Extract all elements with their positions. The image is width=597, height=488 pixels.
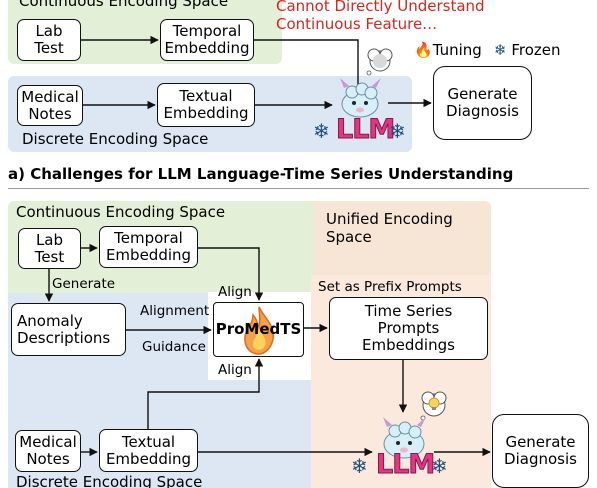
top-llm-label: LLM <box>335 114 395 146</box>
bottom-continuous-title: Continuous Encoding Space <box>16 203 226 221</box>
snowflake-icon: ❄ <box>313 119 330 143</box>
alignment-label: Alignment <box>140 303 210 319</box>
snowflake-icon: ❄ <box>389 119 406 143</box>
ts-prompts-embeddings-box: Time Series Prompts Embeddings <box>329 297 488 360</box>
bottom-unified-region-top <box>314 201 491 275</box>
lightbulb-thought-icon <box>420 391 447 421</box>
anomaly-descriptions-box: Anomaly Descriptions <box>11 303 126 356</box>
arrow-temporal-to-llm-top <box>254 39 363 95</box>
top-lab-test-box: Lab Test <box>17 19 81 61</box>
align-top-label: Align <box>218 284 252 300</box>
llama-bottom-icon <box>383 417 426 459</box>
prefix-prompts-label: Set as Prefix Prompts <box>318 279 462 295</box>
top-medical-notes-box: Medical Notes <box>17 85 83 126</box>
caption-divider <box>8 188 589 189</box>
bottom-temporal-embedding-box: Temporal Embedding <box>99 226 198 268</box>
flame-icon: 🔥 <box>414 41 433 59</box>
top-warning-text: Cannot Directly Understand Continuous Fe… <box>276 0 485 33</box>
top-continuous-title: Continuous Encoding Space <box>19 0 229 10</box>
snowflake-icon: ❄ <box>351 454 368 478</box>
align-bottom-label: Align <box>218 362 252 378</box>
legend-frozen-label: Frozen <box>511 41 561 59</box>
top-generate-diagnosis-box: Generate Diagnosis <box>433 66 532 140</box>
snowflake-icon: ❄ <box>431 454 448 478</box>
legend-frozen: ❄ Frozen <box>494 41 561 59</box>
top-discrete-title: Discrete Encoding Space <box>22 130 209 148</box>
snowflake-icon: ❄ <box>494 41 507 59</box>
top-temporal-embedding-box: Temporal Embedding <box>160 19 254 61</box>
bottom-unified-title: Unified Encoding Space <box>326 210 453 247</box>
promedts-box: ProMedTS <box>213 302 304 357</box>
bottom-generate-diagnosis-box: Generate Diagnosis <box>492 414 589 488</box>
arrow-temporal-to-promedts <box>198 247 264 301</box>
flame-icon <box>244 306 274 355</box>
bottom-discrete-title: Discrete Encoding Space <box>16 473 203 488</box>
promedts-label: ProMedTS <box>215 320 302 339</box>
bottom-medical-notes-box: Medical Notes <box>15 430 81 472</box>
legend-tuning-label: Tuning <box>432 41 482 59</box>
bottom-lab-test-box: Lab Test <box>18 228 81 269</box>
bottom-llm-label: LLM <box>375 449 435 481</box>
top-textual-embedding-box: Textual Embedding <box>157 83 255 127</box>
guidance-label: Guidance <box>142 339 206 355</box>
arrow-textual-to-promedts <box>147 358 264 429</box>
llama-top-icon <box>340 78 381 118</box>
legend-tuning: 🔥Tuning <box>414 41 482 59</box>
generate-label: Generate <box>52 276 116 292</box>
brain-thought-icon <box>366 48 393 76</box>
caption-a: a) Challenges for LLM Language-Time Seri… <box>8 165 514 183</box>
bottom-textual-embedding-box: Textual Embedding <box>99 429 198 472</box>
